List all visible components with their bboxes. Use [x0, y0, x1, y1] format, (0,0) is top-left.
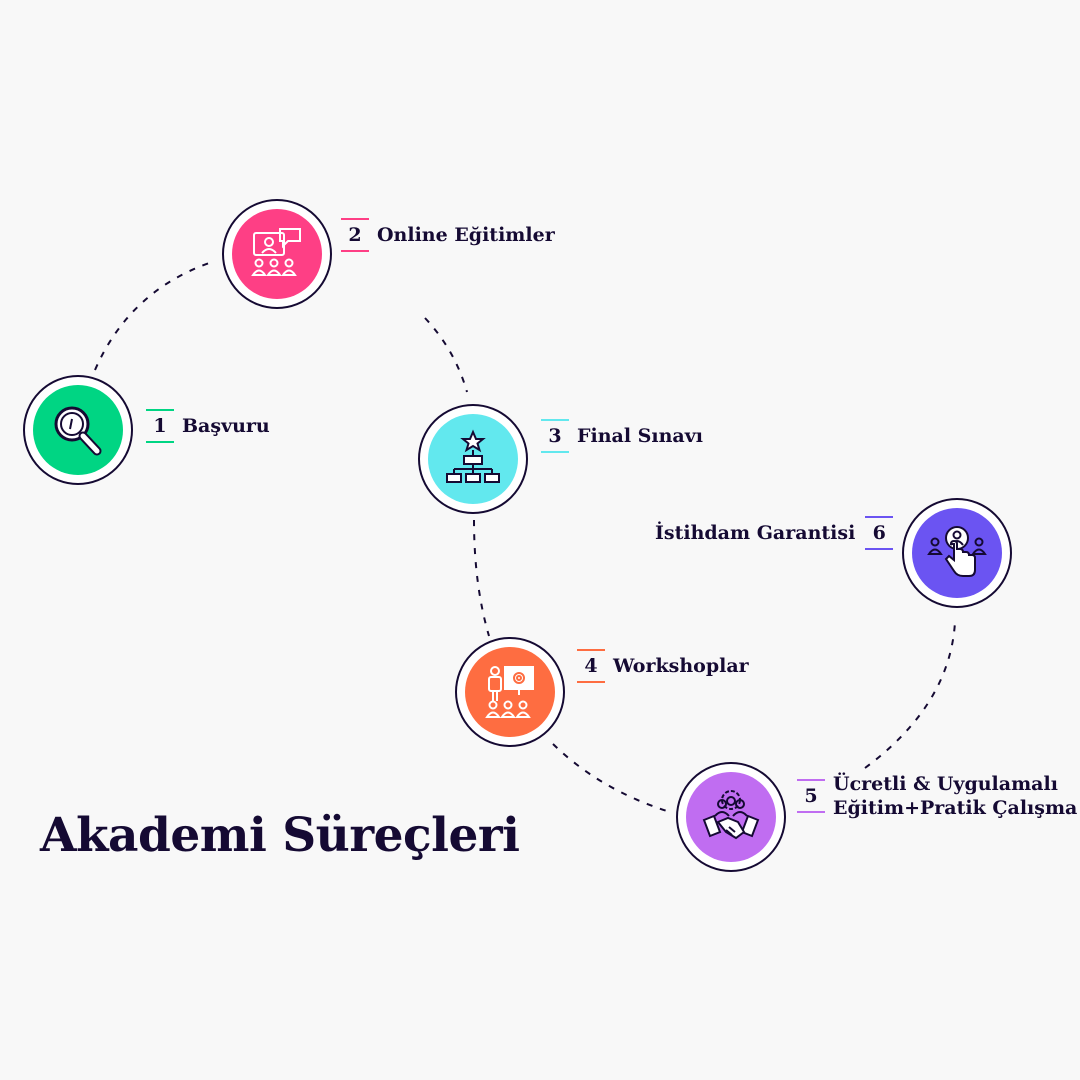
step-6-disc: [912, 508, 1002, 598]
step-3-node[interactable]: [418, 404, 528, 514]
step-1-number: 1: [146, 409, 174, 443]
step-4-label-group: 4 Workshoplar: [577, 649, 749, 683]
step-3-label-group: 3 Final Sınavı: [541, 419, 703, 453]
hierarchy-star-icon: [446, 429, 500, 483]
step-2-node[interactable]: [222, 199, 332, 309]
magnifier-icon: [54, 406, 102, 456]
step-1-disc: [33, 385, 123, 475]
step-5-number: 5: [797, 779, 825, 813]
step-3-disc: [428, 414, 518, 504]
step-1-label-group: 1 Başvuru: [146, 409, 270, 443]
step-6-node[interactable]: [902, 498, 1012, 608]
step-4-label: Workshoplar: [613, 655, 749, 677]
connector-2-3: [424, 317, 468, 393]
step-4-number: 4: [577, 649, 605, 683]
step-6-label-group: İstihdam Garantisi 6: [655, 516, 894, 550]
connector-5-6: [864, 621, 956, 769]
step-5-label: Ücretli & Uygulamalı Eğitim+Pratik Çalış…: [833, 772, 1077, 820]
step-6-label: İstihdam Garantisi: [655, 522, 856, 544]
connector-4-5: [552, 743, 671, 813]
step-2-number: 2: [341, 218, 369, 252]
step-4-disc: [465, 647, 555, 737]
step-4-node[interactable]: [455, 637, 565, 747]
workshop-presentation-icon: [485, 666, 534, 718]
online-training-icon: [251, 228, 301, 276]
step-2-label: Online Eğitimler: [377, 224, 555, 246]
step-1-label: Başvuru: [182, 415, 270, 437]
step-3-number: 3: [541, 419, 569, 453]
step-5-label-line-1: Ücretli & Uygulamalı: [833, 773, 1058, 795]
connector-3-4: [473, 519, 490, 637]
step-2-label-group: 2 Online Eğitimler: [341, 218, 555, 252]
step-6-number: 6: [865, 516, 894, 550]
handshake-team-icon: [702, 790, 760, 840]
connector-1-2: [94, 261, 213, 371]
step-1-node[interactable]: [23, 375, 133, 485]
step-2-disc: [232, 209, 322, 299]
step-3-label: Final Sınavı: [577, 425, 703, 447]
step-5-label-group: 5 Ücretli & Uygulamalı Eğitim+Pratik Çal…: [797, 772, 1077, 820]
page-title: Akademi Süreçleri: [40, 808, 520, 863]
step-5-node[interactable]: [676, 762, 786, 872]
step-5-label-line-2: Eğitim+Pratik Çalışma: [833, 797, 1078, 819]
hand-select-person-icon: [927, 526, 987, 577]
step-5-disc: [686, 772, 776, 862]
